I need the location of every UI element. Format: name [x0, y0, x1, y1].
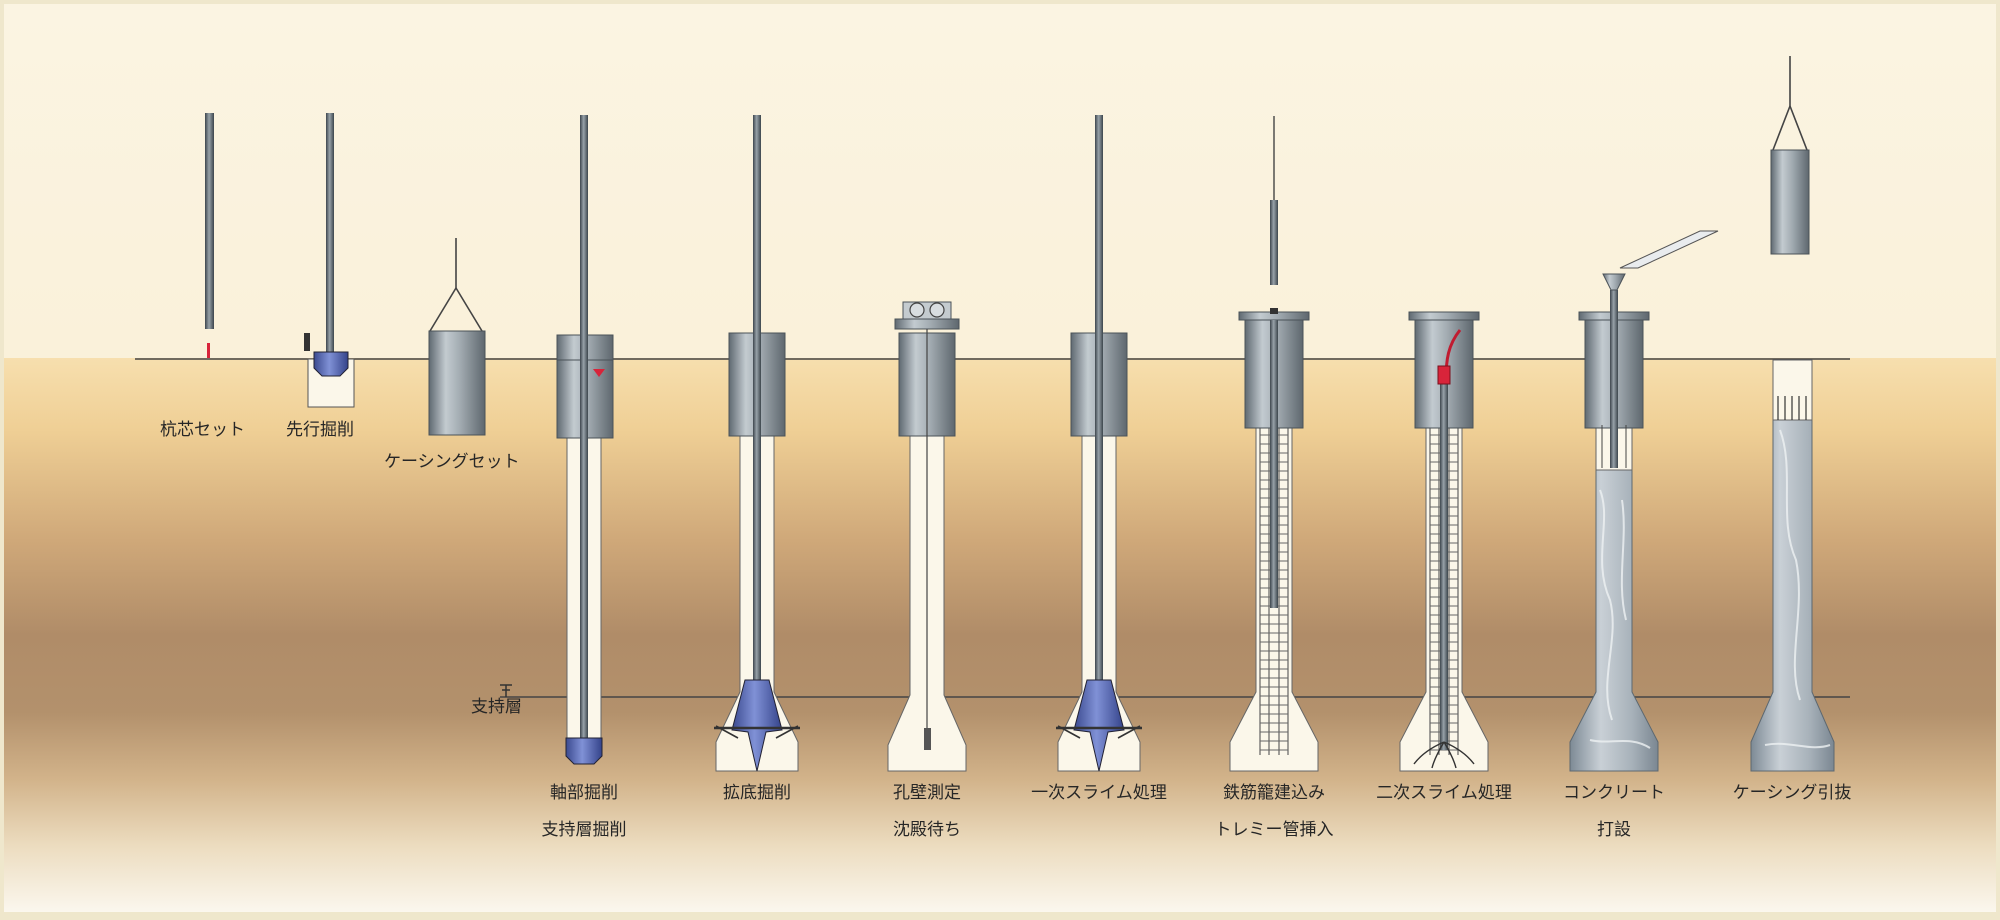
step-9-secondary-slime: [1399, 311, 1489, 772]
step-4-shaft-excavation: [556, 115, 614, 765]
kelly-bar: [580, 115, 588, 740]
sonde: [924, 728, 931, 750]
concrete-body: [1569, 469, 1659, 772]
hopper: [1602, 273, 1626, 291]
concrete-pile: [1750, 359, 1835, 772]
center-marker: [207, 343, 210, 358]
pump-head: [1437, 365, 1451, 385]
step-6-hole-measurement: [887, 301, 967, 772]
label-bearing-layer: 支持層: [471, 697, 522, 717]
step-1-pile-center-set: [205, 113, 214, 358]
marking-rod: [205, 113, 214, 329]
casing: [428, 330, 486, 436]
label-hole-wall-measurement: 孔壁測定: [893, 783, 961, 803]
tremie-pipe: [1270, 320, 1278, 608]
label-rebar-cage: 鉄筋籠建込み: [1223, 783, 1325, 803]
label-pre-excavation: 先行掘削: [286, 420, 354, 440]
label-secondary-slime: 二次スライム処理: [1376, 783, 1512, 803]
work-platform: [1408, 311, 1480, 321]
label-placement: 打設: [1597, 820, 1631, 840]
label-shaft-excavation: 軸部掘削: [550, 783, 618, 803]
water-level-icon: [593, 369, 605, 377]
label-primary-slime: 一次スライム処理: [1031, 783, 1167, 803]
step-3-casing-set: [428, 238, 486, 436]
step-10-concrete-placement: [1569, 230, 1719, 772]
drill-rod: [326, 113, 334, 353]
label-concrete: コンクリート: [1563, 783, 1665, 803]
casing: [1770, 149, 1810, 255]
tremie-segment: [1270, 200, 1278, 285]
label-base-enlargement: 拡底掘削: [723, 783, 791, 803]
chute: [1619, 230, 1719, 269]
label-bearing-layer-excavation: 支持層掘削: [541, 820, 627, 840]
step-2-pre-excavation: [304, 113, 355, 408]
label-tremie-insert: トレミー管挿入: [1214, 820, 1334, 840]
slime-bucket: [1073, 679, 1125, 772]
step-7-primary-slime: [1056, 115, 1142, 772]
label-pile-center-set: 杭芯セット: [160, 420, 245, 440]
step-11-casing-extraction: [1750, 56, 1835, 772]
step-8-rebar-tremie: [1229, 116, 1319, 772]
kelly-bar: [753, 115, 761, 680]
label-casing-extraction: ケーシング引抜: [1732, 783, 1852, 803]
ground-area: [4, 358, 1996, 912]
label-settlement-wait: 沈殿待ち: [893, 820, 961, 840]
level-marker-icon: [500, 684, 512, 697]
tremie-pipe: [1610, 290, 1618, 468]
tremie-pipe: [1440, 380, 1448, 750]
step-5-base-enlargement: [714, 115, 800, 772]
label-casing-set: ケーシングセット: [384, 452, 520, 472]
slime-flow: [1413, 741, 1475, 769]
drill-bucket: [313, 351, 349, 377]
reamer-bucket: [731, 679, 783, 772]
kelly-bar: [1095, 115, 1103, 680]
drill-bucket: [565, 737, 603, 765]
